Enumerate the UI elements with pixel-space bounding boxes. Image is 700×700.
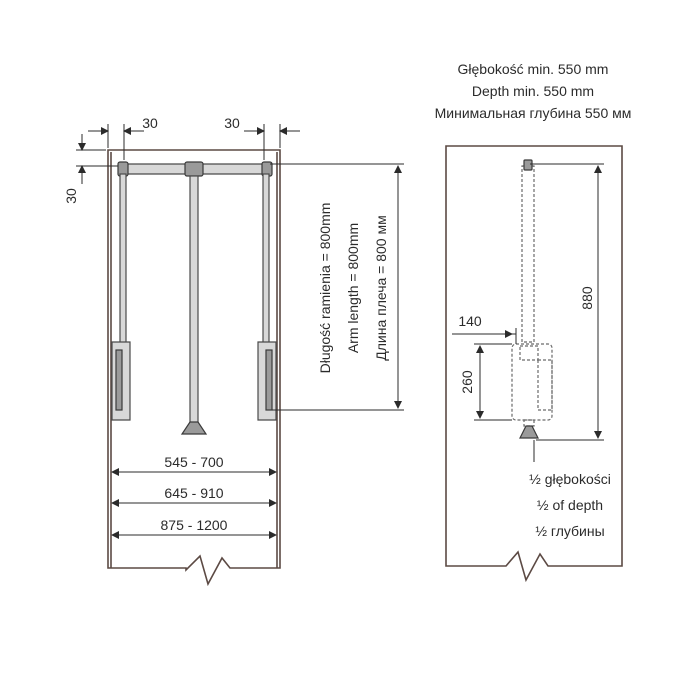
offset-left-label: 30 — [142, 115, 158, 131]
half-depth-en: ½ of depth — [537, 497, 603, 513]
dim-height-260: 260 — [459, 343, 512, 421]
depth-pl: Głębokość min. 550 mm — [458, 61, 609, 77]
dim-offset-right: 30 — [224, 115, 300, 160]
half-depth-pl: ½ głębokości — [529, 471, 611, 487]
offset-top-label: 30 — [63, 188, 79, 204]
arm-length-ru: Длина плеча = 800 мм — [373, 215, 389, 360]
depth-ru: Минимальная глубина 550 мм — [435, 105, 632, 121]
depth-en: Depth min. 550 mm — [472, 83, 594, 99]
height-880-label: 880 — [579, 286, 595, 310]
side-basket — [511, 343, 553, 421]
front-cabinet-outline — [107, 149, 281, 587]
dim-offset-top: 30 — [63, 134, 118, 204]
side-cabinet-outline — [445, 145, 623, 583]
width-range-2-label: 645 - 910 — [164, 485, 223, 501]
width-range-1-label: 545 - 700 — [164, 454, 223, 470]
arm-length-pl: Długość ramienia = 800mm — [317, 203, 333, 374]
lift-handle-grip — [180, 421, 208, 435]
front-view: 30 30 30 Długość ramienia = 800mm Arm l — [63, 115, 404, 587]
dim-arm-length: Długość ramienia = 800mm Arm length = 80… — [270, 163, 404, 411]
lift-handle-rod — [189, 175, 199, 425]
dim-width-range-1: 545 - 700 — [111, 454, 277, 476]
dim-offset-left: 30 — [88, 115, 158, 160]
dim-width-140: 140 — [452, 313, 517, 344]
arm-length-en: Arm length = 800mm — [345, 223, 361, 353]
offset-right-label: 30 — [224, 115, 240, 131]
dim-height-880: 880 — [530, 163, 604, 441]
lift-mechanism-front — [111, 161, 277, 435]
width-140-label: 140 — [458, 313, 482, 329]
dim-width-range-3: 875 - 1200 — [111, 517, 277, 539]
lift-mechanism-side — [511, 159, 553, 439]
half-depth-ru: ½ глубины — [535, 523, 604, 539]
height-260-label: 260 — [459, 370, 475, 394]
dim-width-range-2: 645 - 910 — [111, 485, 277, 507]
width-range-3-label: 875 - 1200 — [161, 517, 228, 533]
side-view: Głębokość min. 550 mm Depth min. 550 mm … — [435, 61, 632, 583]
